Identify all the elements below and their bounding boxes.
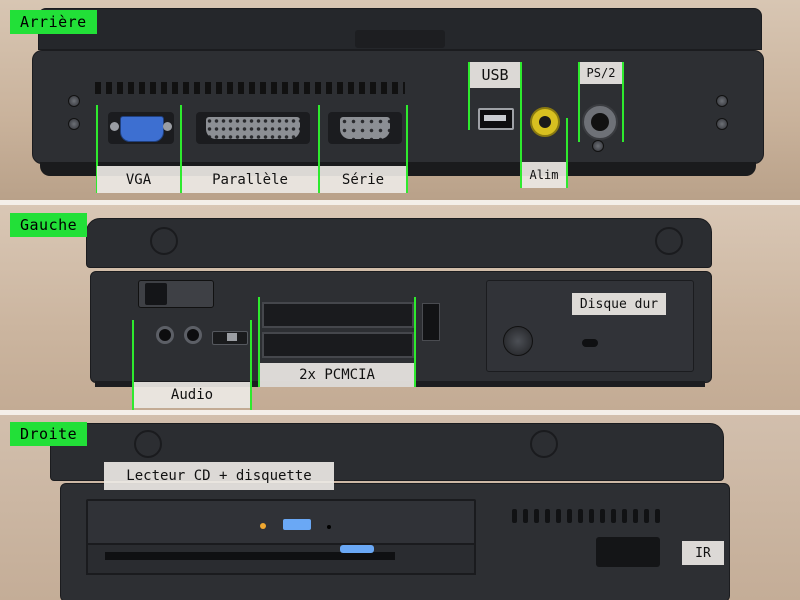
ps2-socket — [591, 113, 609, 131]
marker-line — [406, 105, 408, 193]
hinge — [355, 30, 445, 48]
volume-slider[interactable] — [212, 331, 248, 345]
label-ir: IR — [682, 541, 724, 565]
laptop-back-body — [32, 50, 764, 164]
vga-port[interactable] — [108, 112, 174, 144]
label-drive: Lecteur CD + disquette — [104, 462, 334, 490]
volume-knob — [227, 333, 237, 341]
marker-line — [578, 62, 580, 142]
label-parallel: Parallèle — [182, 166, 318, 193]
vent-slot — [534, 509, 539, 523]
laptop-left-lid — [86, 218, 712, 268]
vga-connector-blue — [120, 116, 164, 142]
label-usb: USB — [470, 62, 520, 88]
floppy-slot — [105, 552, 395, 560]
hdd-screw — [503, 326, 533, 356]
vent-slot — [567, 509, 572, 523]
vent-slot — [644, 509, 649, 523]
cd-eject-button[interactable] — [283, 519, 311, 530]
screw — [592, 140, 604, 152]
left-view-panel: Gauche Disque dur 2x PCMCIA Audio — [0, 205, 800, 410]
cd-drive-tray[interactable] — [86, 499, 476, 545]
right-view-panel: Droite Lecteur CD + disquette IR — [0, 415, 800, 600]
marker-line — [96, 105, 98, 193]
screw — [163, 122, 172, 131]
vent-slot — [545, 509, 550, 523]
ir-window — [596, 537, 660, 567]
marker-line — [258, 297, 260, 387]
label-vga: VGA — [97, 166, 180, 193]
microphone-jack[interactable] — [184, 326, 202, 344]
floppy-eject-button[interactable] — [340, 545, 374, 553]
label-ps2: PS/2 — [580, 62, 622, 84]
screw — [68, 95, 80, 107]
lid-bumper — [134, 430, 162, 458]
vent-slot — [622, 509, 627, 523]
marker-line — [520, 62, 522, 130]
screw — [716, 118, 728, 130]
section-tag-right: Droite — [10, 422, 88, 446]
marker-line — [566, 118, 568, 188]
serial-port[interactable] — [328, 112, 402, 144]
marker-line — [414, 297, 416, 387]
screw — [68, 118, 80, 130]
cd-emergency-hole — [327, 525, 331, 529]
vent-slot — [589, 509, 594, 523]
power-jack[interactable] — [530, 107, 560, 137]
serial-connector — [340, 117, 390, 139]
label-serial: Série — [320, 166, 406, 193]
lid-bumper — [530, 430, 558, 458]
power-switch[interactable] — [138, 280, 214, 308]
parallel-port[interactable] — [196, 112, 310, 144]
pcmcia-eject-buttons[interactable] — [422, 303, 440, 341]
headphone-jack[interactable] — [156, 326, 174, 344]
marker-line — [622, 62, 624, 142]
section-tag-left: Gauche — [10, 213, 88, 237]
parallel-connector — [206, 117, 300, 139]
cd-activity-led — [260, 523, 266, 529]
label-pcmcia: 2x PCMCIA — [260, 363, 414, 387]
lid-bumper — [150, 227, 178, 255]
pcmcia-slot-1[interactable] — [262, 302, 414, 328]
marker-line — [318, 105, 320, 193]
label-audio: Audio — [134, 382, 250, 408]
marker-line — [250, 320, 252, 410]
pcmcia-slot-2[interactable] — [262, 332, 414, 358]
separator — [0, 410, 800, 415]
lid-bumper — [655, 227, 683, 255]
vent-slot — [523, 509, 528, 523]
vent-slot — [556, 509, 561, 523]
vent-slot — [655, 509, 660, 523]
label-power: Alim — [522, 162, 566, 188]
label-hdd: Disque dur — [572, 293, 666, 315]
back-view-panel: Arrière VGA Parallèle Série USB Alim PS/… — [0, 0, 800, 200]
vent-strip — [95, 82, 405, 94]
usb-tongue — [484, 115, 506, 121]
vent-slot — [512, 509, 517, 523]
vent-slot — [633, 509, 638, 523]
marker-line — [520, 118, 522, 188]
vent-slot — [578, 509, 583, 523]
marker-line — [468, 62, 470, 130]
separator — [0, 200, 800, 205]
screw — [716, 95, 728, 107]
marker-line — [132, 320, 134, 410]
vent-grille — [512, 509, 672, 529]
power-pin — [539, 116, 551, 128]
vent-slot — [611, 509, 616, 523]
vent-slot — [600, 509, 605, 523]
usb-port[interactable] — [478, 108, 514, 130]
marker-line — [180, 105, 182, 193]
screw — [110, 122, 119, 131]
lock-slot — [582, 339, 598, 347]
switch-knob — [145, 283, 167, 305]
section-tag-back: Arrière — [10, 10, 97, 34]
ps2-port[interactable] — [582, 104, 618, 140]
